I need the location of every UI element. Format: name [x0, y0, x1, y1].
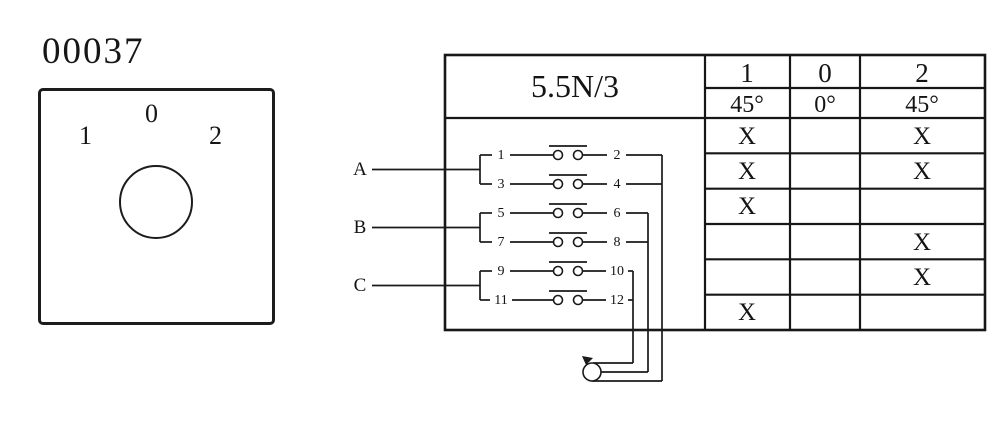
mark-cell: X: [738, 123, 756, 150]
mark-cell: X: [913, 264, 931, 291]
contact-circle: [552, 207, 564, 219]
contact-number: 6: [614, 206, 621, 221]
contact-number: 4: [614, 177, 621, 192]
contact-number: 8: [614, 235, 621, 250]
contact-number: 10: [610, 264, 624, 279]
contact-number: 5: [498, 206, 505, 221]
contact-row: 11 12: [480, 290, 633, 308]
contact-number: 11: [494, 293, 507, 308]
mark-cell: X: [738, 193, 756, 220]
switch-schematic: 5.5N/3 1 0 2 45° 0° 45° X X X X X X X X: [353, 53, 987, 382]
contact-row: 7 8: [480, 232, 648, 250]
model-label: 5.5N/3: [531, 68, 619, 104]
position-header: 0: [818, 58, 832, 88]
contact-circle: [572, 236, 584, 248]
mark-cell: X: [913, 158, 931, 185]
table-headers: 5.5N/3 1 0 2 45° 0° 45°: [531, 58, 939, 118]
contact-circle: [552, 294, 564, 306]
knob-circle: [119, 165, 193, 239]
contact-circle: [572, 265, 584, 277]
contact-number: 2: [614, 148, 621, 163]
position-header: 1: [740, 58, 754, 88]
mark-cell: X: [913, 229, 931, 256]
contact-circle: [552, 178, 564, 190]
contact-circle: [552, 149, 564, 161]
contact-row: 9 10: [480, 261, 633, 279]
contact-row: 1 2: [480, 145, 662, 163]
part-number: 00037: [42, 31, 145, 72]
phase-label: A: [353, 159, 367, 180]
contact-number: 3: [498, 177, 505, 192]
angle-header: 45°: [905, 92, 939, 118]
contact-row: 5 6: [480, 203, 648, 221]
switch-table-grid: [443, 53, 987, 332]
position-header: 2: [915, 58, 929, 88]
motor-terminal-icon: [582, 356, 593, 365]
contact-circle: [552, 236, 564, 248]
position-label-2: 2: [209, 121, 222, 150]
mark-cell: X: [738, 158, 756, 185]
motor-symbol: [582, 362, 602, 382]
contact-row: 3 4: [480, 174, 662, 192]
phase-feeders: A B C: [353, 155, 481, 300]
angle-header: 45°: [730, 92, 764, 118]
mark-cell: X: [738, 299, 756, 326]
contact-number: 9: [498, 264, 505, 279]
contact-circle: [572, 294, 584, 306]
contact-circle: [572, 207, 584, 219]
position-label-0: 0: [145, 99, 158, 128]
contact-number: 7: [498, 235, 505, 250]
position-label-1: 1: [79, 121, 92, 150]
contact-state-marks: X X X X X X X X: [738, 123, 931, 326]
contact-number: 1: [498, 148, 505, 163]
phase-label: C: [354, 275, 367, 296]
contact-circle: [572, 149, 584, 161]
contact-circle: [552, 265, 564, 277]
phase-label: B: [354, 217, 367, 238]
mark-cell: X: [913, 123, 931, 150]
output-wiring: [582, 155, 663, 382]
contact-circle: [572, 178, 584, 190]
table-border: [443, 53, 987, 332]
switch-front-panel: 0 1 2: [38, 88, 275, 325]
angle-header: 0°: [814, 92, 836, 118]
contact-number: 12: [610, 293, 624, 308]
